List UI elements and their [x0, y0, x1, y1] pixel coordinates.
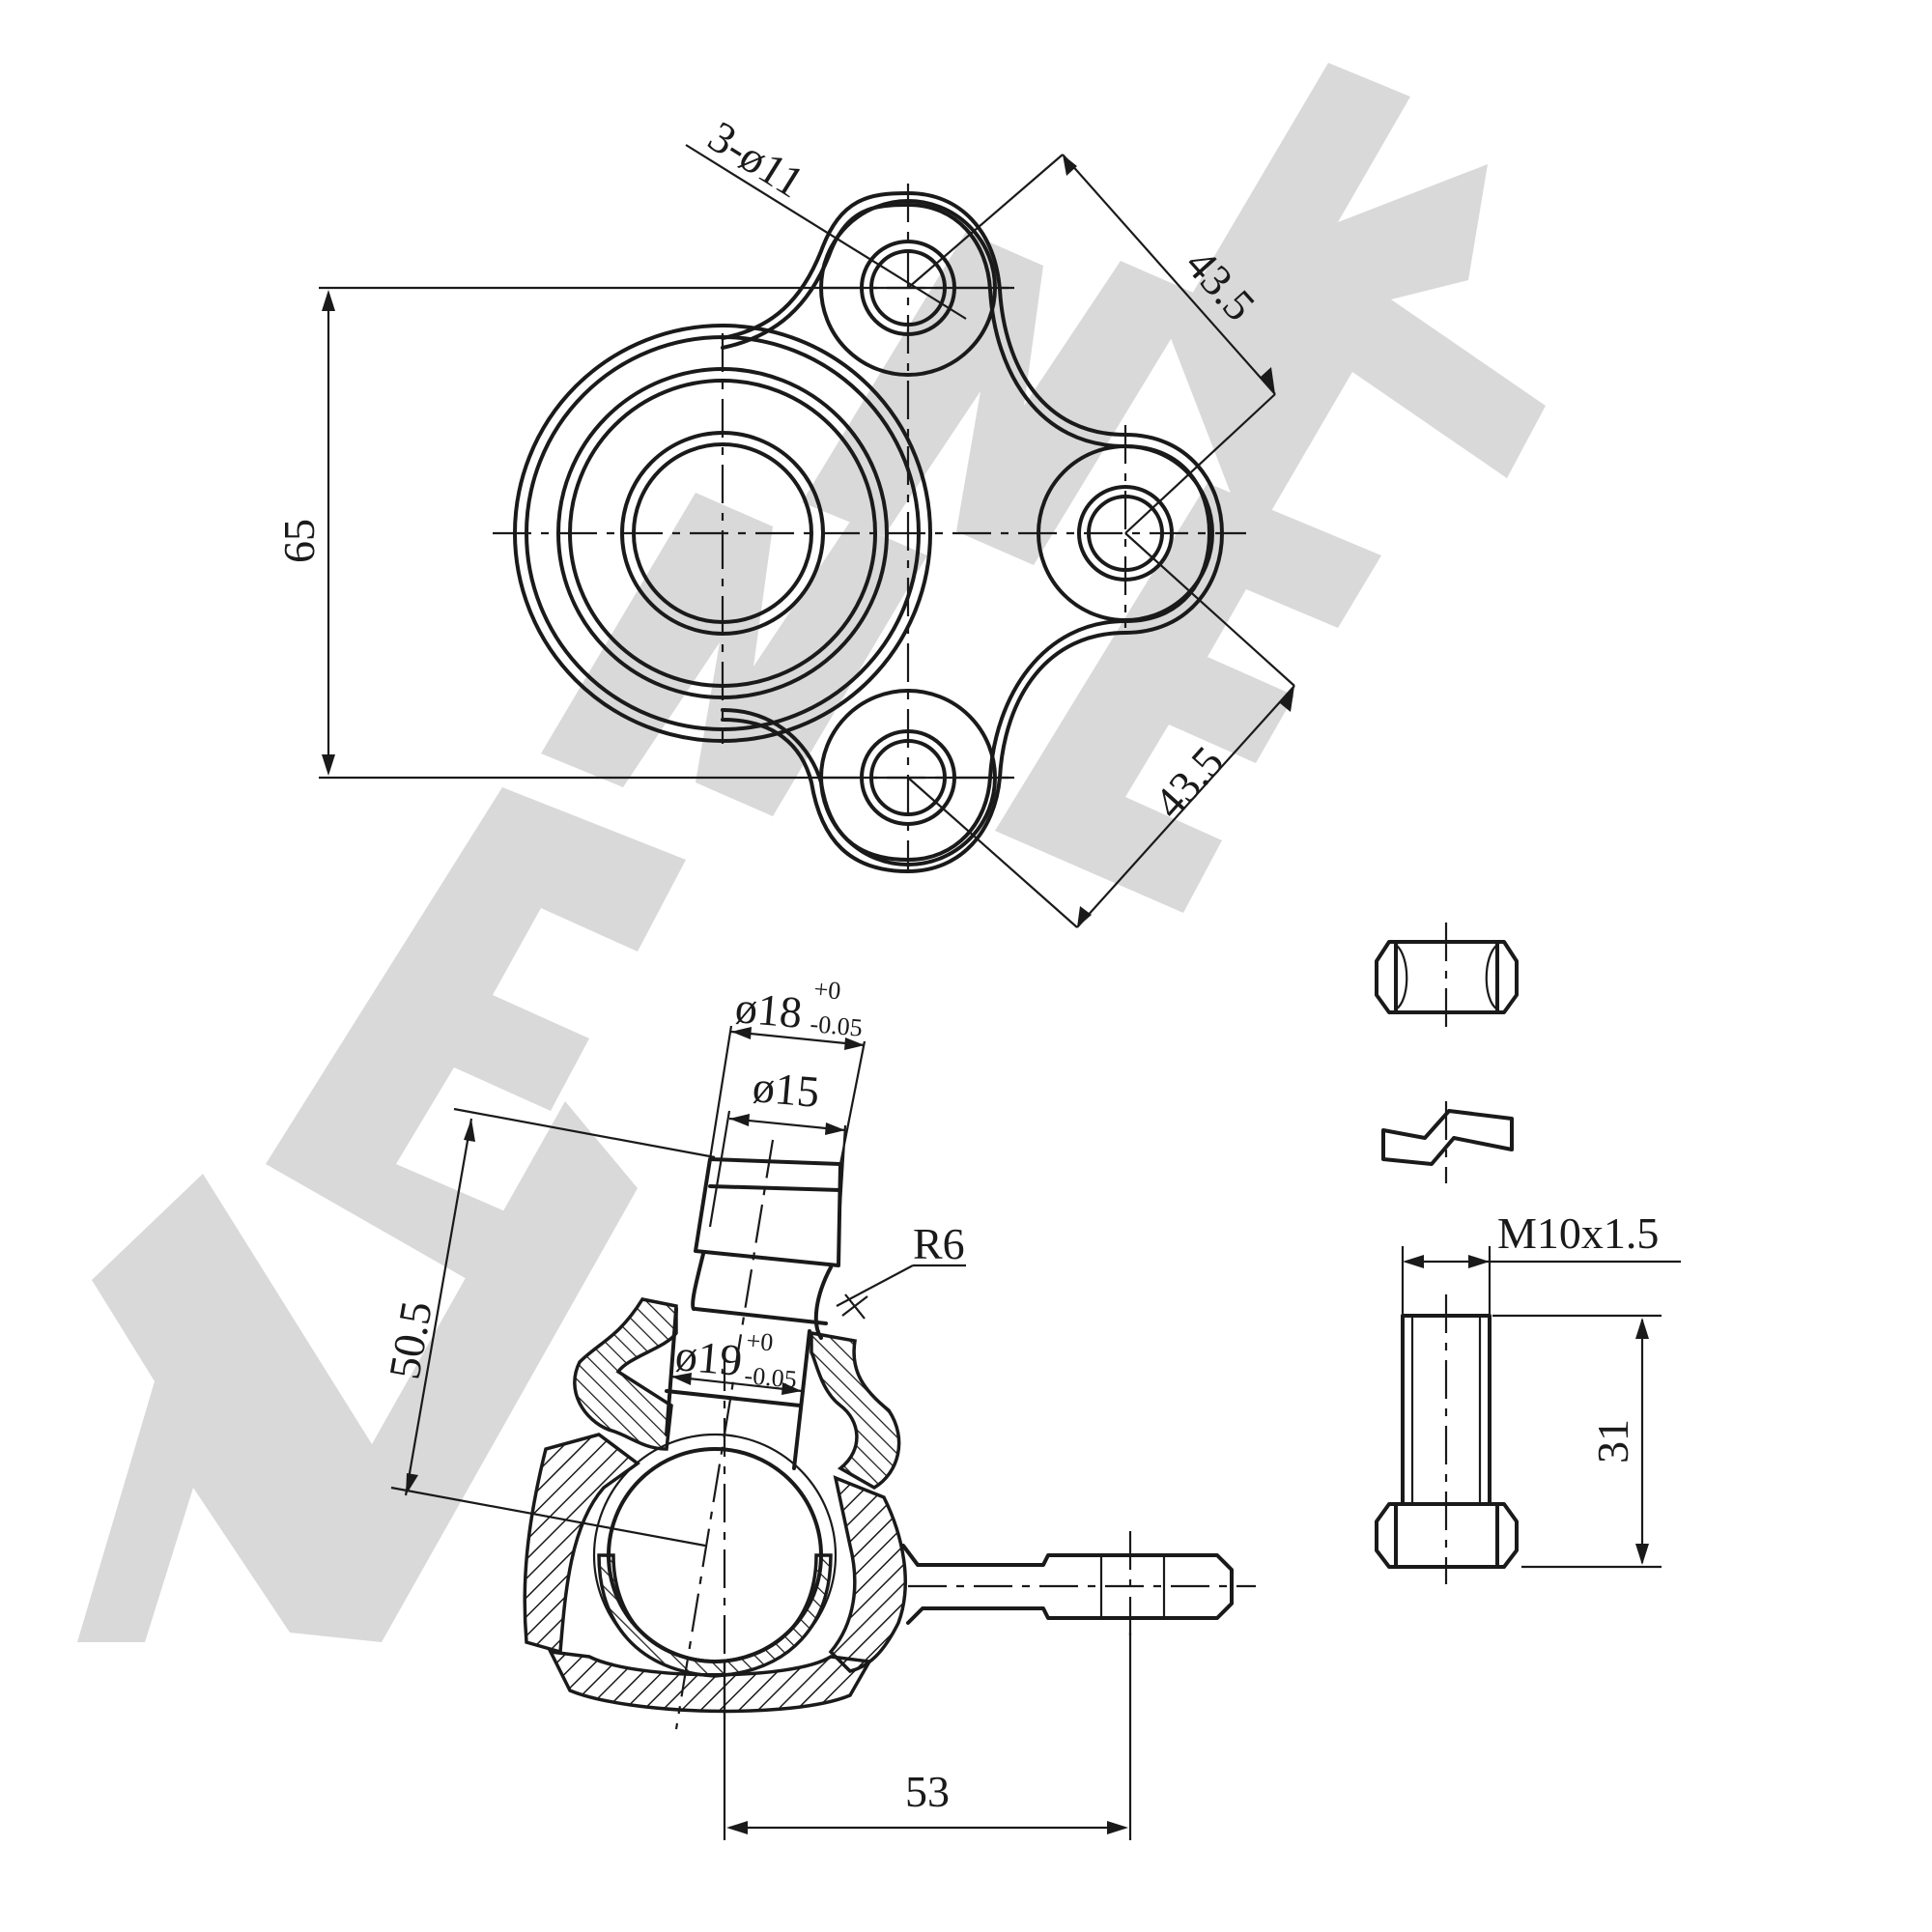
stud-neck [691, 1252, 833, 1340]
flange-outline [721, 191, 1224, 873]
stud-threaded-end [694, 1157, 842, 1267]
dimension-o18-tol-upper: +0 [812, 975, 841, 1005]
dimension-r6-label: R6 [913, 1219, 965, 1268]
dimension-r6: R6 [836, 1219, 966, 1320]
housing-left-wall [523, 1433, 640, 1655]
dimension-m10-label: M10x1.5 [1497, 1208, 1659, 1258]
dimension-53: 53 [723, 1633, 1132, 1840]
dimension-o18-label: ø18 [733, 982, 804, 1037]
dimension-o19-tol-upper: +0 [745, 1326, 774, 1356]
housing-arm [901, 1544, 1234, 1625]
dimension-o19-tol-lower: -0.05 [743, 1361, 797, 1394]
lock-washer [1381, 1101, 1514, 1183]
housing-outer-ring-2 [525, 335, 921, 731]
dimension-65: 65 [274, 286, 1014, 780]
bolt [1375, 1294, 1519, 1584]
watermark-letter-k [1169, 63, 1546, 546]
dimension-31: 31 [1492, 1314, 1662, 1569]
dimension-o18: ø18 +0 -0.05 [708, 975, 867, 1165]
watermark-letter-e2 [995, 483, 1381, 913]
bottom-cap [547, 1649, 872, 1714]
mounting-hole-right [1037, 444, 1214, 622]
dimension-o15: ø15 [708, 1062, 847, 1237]
dimension-31-label: 31 [1588, 1419, 1637, 1463]
housing-right-wall [828, 1475, 907, 1673]
housing-bore-outer [620, 431, 825, 636]
bearing-seat [597, 1553, 833, 1678]
flange-outline-inner [721, 203, 1211, 862]
hardware: M10x1.5 31 [1375, 923, 1681, 1584]
stud-collar [665, 1389, 802, 1407]
housing-bore-inner [632, 442, 813, 624]
watermark-letter-e1 [266, 787, 686, 1299]
housing-outer-ring-1 [513, 324, 932, 743]
side-view: ø18 +0 -0.05 ø15 R6 ø19 +0 [380, 975, 1256, 1840]
housing-outer-ring-4 [568, 379, 877, 688]
dimension-o18-tol-lower: -0.05 [809, 1009, 863, 1042]
rubber-boot-right [810, 1330, 901, 1491]
watermark [77, 63, 1546, 1642]
dimension-53-label: 53 [905, 1767, 950, 1816]
dimension-50-5: 50.5 [380, 1107, 716, 1548]
watermark-letter-n1 [541, 493, 927, 816]
housing-outer-ring-3 [556, 367, 889, 699]
dimension-o19-label: ø19 [673, 1330, 744, 1385]
dimension-o19: ø19 +0 -0.05 [670, 1326, 803, 1395]
hole-callout-label: 3-ø11 [700, 111, 813, 207]
hex-nut [1375, 923, 1519, 1029]
dimension-65-label: 65 [274, 519, 324, 563]
dimension-o15-label: ø15 [751, 1062, 821, 1117]
dimension-m10: M10x1.5 [1401, 1208, 1681, 1314]
rubber-boot [573, 1297, 678, 1451]
watermark-letter-n2 [802, 232, 1198, 565]
